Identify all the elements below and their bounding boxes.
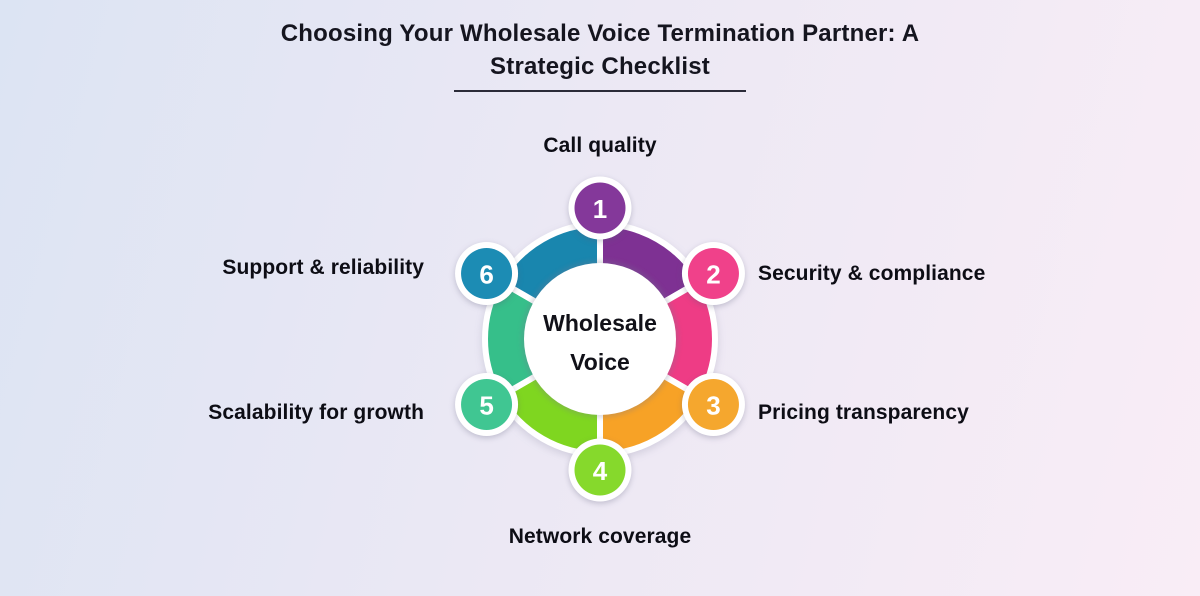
segment-label-support-reliability: Support & reliability (222, 256, 424, 279)
segment-label-scalability-growth: Scalability for growth (208, 401, 424, 424)
badge-circle (574, 182, 626, 234)
badge-circle (687, 379, 739, 430)
badge-number: 6 (479, 260, 493, 290)
segment-label-network-coverage: Network coverage (508, 525, 692, 548)
hub-label-line1: Wholesale (543, 310, 657, 336)
segment-label-pricing-transparency: Pricing transparency (758, 401, 969, 424)
badge-circle (574, 444, 626, 496)
segment-label-call-quality: Call quality (543, 134, 657, 157)
badge-circle (461, 379, 513, 430)
badge-circle (461, 248, 513, 299)
badge-number: 4 (593, 456, 608, 486)
segment-badge: 5 (455, 373, 519, 436)
hub-circle (524, 263, 676, 415)
page-title: Choosing Your Wholesale Voice Terminatio… (0, 17, 1200, 83)
badge-number: 5 (479, 391, 493, 421)
segment-badge: 1 (568, 176, 632, 240)
page-title-line2: Strategic Checklist (490, 53, 710, 80)
segment-label-security-compliance: Security & compliance (758, 262, 986, 285)
page-title-line1: Choosing Your Wholesale Voice Terminatio… (280, 20, 920, 47)
badge-number: 2 (706, 260, 720, 290)
title-underline (454, 90, 746, 92)
segment-badge: 6 (455, 242, 519, 305)
badge-circle (687, 248, 739, 299)
segment-badge: 4 (568, 438, 632, 502)
hub-label-line2: Voice (570, 349, 630, 375)
badge-number: 1 (593, 194, 607, 224)
badge-number: 3 (706, 391, 720, 421)
segment-badge: 2 (681, 242, 745, 305)
segment-badge: 3 (681, 373, 745, 436)
